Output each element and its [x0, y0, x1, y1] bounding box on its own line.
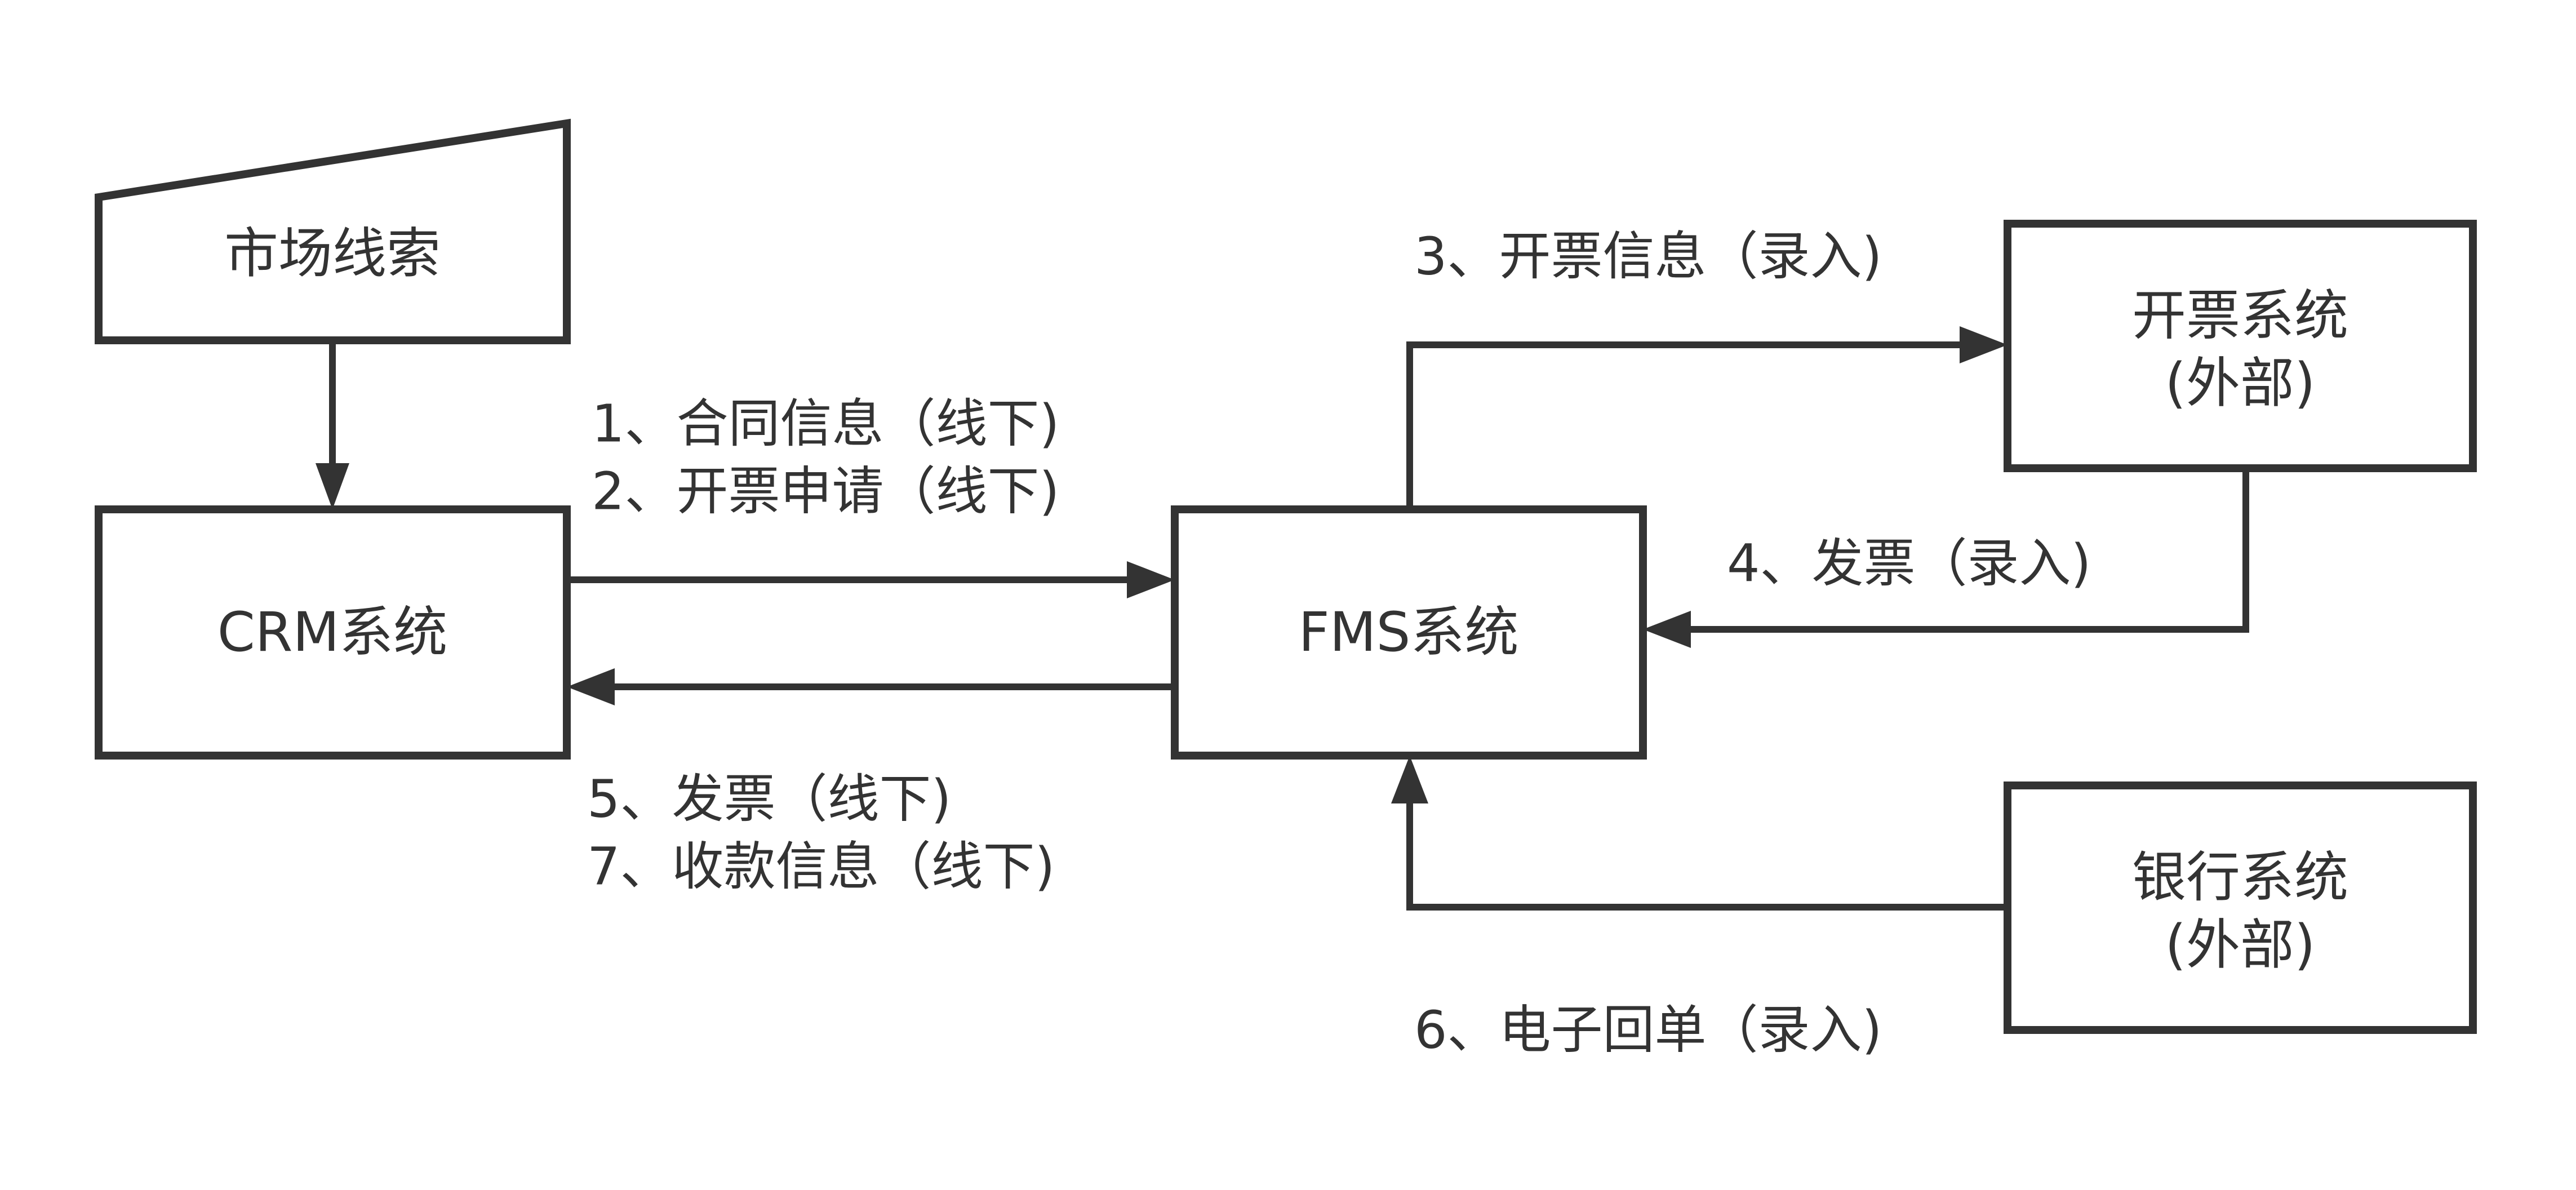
- edge-label-payment-info: 7、收款信息（线下): [587, 837, 1055, 897]
- node-crm-system[interactable]: CRM系统: [95, 505, 571, 760]
- market-leads-shape: [95, 118, 571, 344]
- edge-crm-to-fms: 1、合同信息（线下) 2、开票申请（线下): [567, 394, 1175, 598]
- invoice-system-box: [2004, 220, 2477, 472]
- edge-label-e-receipt: 6、电子回单（录入): [1414, 1000, 1882, 1060]
- crm-system-label: CRM系统: [217, 601, 448, 664]
- edge-line: [1406, 341, 1966, 509]
- edge-line: [1406, 797, 2007, 911]
- node-market-leads[interactable]: 市场线索: [95, 118, 571, 344]
- edge-label-invoice-request: 2、开票申请（线下): [592, 461, 1059, 522]
- edge-bank-to-fms: 6、电子回单（录入): [1391, 756, 2007, 1060]
- invoice-system-label: 开票系统: [2132, 284, 2348, 347]
- edge-label-invoice-entry: 4、发票（录入): [1727, 534, 2091, 594]
- node-fms-system[interactable]: FMS系统: [1171, 505, 1647, 760]
- arrowhead-right-icon: [1960, 326, 2007, 363]
- bank-system-label: 银行系统: [2132, 846, 2348, 909]
- fms-system-label: FMS系统: [1299, 601, 1519, 664]
- edge-label-invoice-offline: 5、发票（线下): [587, 769, 951, 829]
- node-invoice-system[interactable]: 开票系统 (外部): [2004, 220, 2477, 472]
- edge-line: [1685, 468, 2249, 633]
- arrowhead-down-icon: [316, 463, 349, 509]
- bank-system-sublabel: (外部): [2165, 913, 2316, 976]
- arrowhead-right-icon: [1127, 561, 1175, 598]
- edge-label-contract-info: 1、合同信息（线下): [592, 394, 1059, 454]
- node-bank-system[interactable]: 银行系统 (外部): [2004, 782, 2477, 1034]
- arrowhead-left-icon: [1643, 611, 1691, 648]
- fms-system-box: [1171, 505, 1647, 760]
- arrowhead-up-icon: [1391, 756, 1428, 803]
- edge-fms-to-invoice-system: 3、开票信息（录入): [1406, 227, 2007, 509]
- edge-label-invoice-info: 3、开票信息（录入): [1414, 227, 1882, 287]
- bank-system-box: [2004, 782, 2477, 1034]
- edge-invoice-system-to-fms: 4、发票（录入): [1643, 468, 2249, 648]
- crm-system-box: [95, 505, 571, 760]
- market-leads-label: 市场线索: [224, 222, 441, 285]
- edge-leads-to-crm: [316, 340, 349, 509]
- arrowhead-left-icon: [567, 668, 615, 705]
- edge-fms-to-crm: 5、发票（线下) 7、收款信息（线下): [567, 668, 1175, 897]
- invoice-system-sublabel: (外部): [2165, 352, 2316, 415]
